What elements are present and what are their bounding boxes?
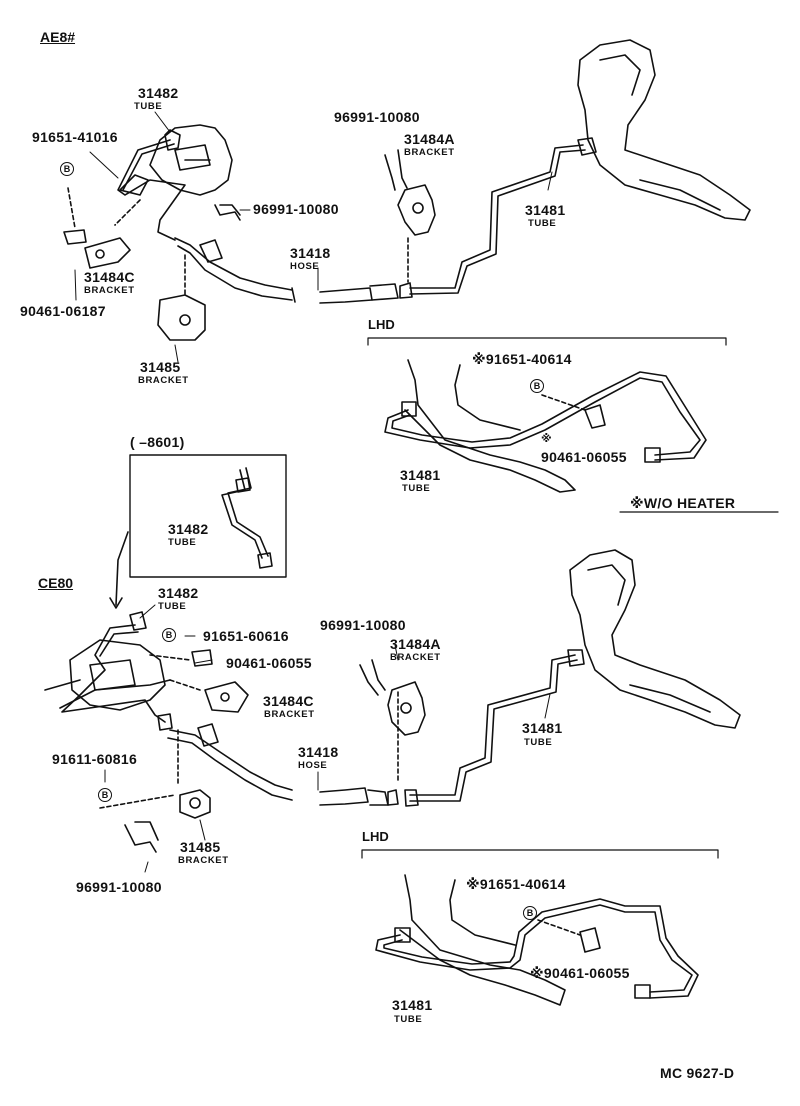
ce80-lhd-31481-number: 31481 bbox=[392, 997, 433, 1013]
ae8-lhd-pedal-assembly bbox=[404, 359, 576, 493]
ae8-31482-number: 31482 bbox=[138, 85, 179, 101]
ae8-96991-10080-top: 96991-10080 bbox=[334, 109, 420, 125]
inset-31482-number: 31482 bbox=[168, 521, 209, 537]
ae8-slave-cylinder bbox=[577, 39, 751, 221]
inset-range-label: ( –8601) bbox=[130, 434, 185, 450]
ce80-lhd-91651-40614: ※91651-40614 bbox=[466, 876, 566, 892]
ce80-lhd-90461-06055: ※90461-06055 bbox=[530, 965, 630, 981]
ae8-31481-name: TUBE bbox=[528, 218, 557, 229]
inset-frame bbox=[129, 454, 287, 578]
ae8-lhd-90461-06055: 90461-06055 bbox=[541, 449, 627, 465]
ce80-31418-name: HOSE bbox=[298, 760, 328, 771]
ce80-lhd-bracket-line bbox=[361, 849, 719, 859]
ae8-31418-number: 31418 bbox=[290, 245, 331, 261]
ae8-bracket-31484c bbox=[63, 229, 131, 269]
ae8-lhd-bracket-line bbox=[367, 337, 727, 346]
ae8-31485-name: BRACKET bbox=[138, 375, 189, 386]
ae8-96991-10080-mid: 96991-10080 bbox=[253, 201, 339, 217]
ce80-31484a-name: BRACKET bbox=[390, 652, 441, 663]
ce80-lhd-pedal-assembly bbox=[399, 874, 566, 1006]
ce80-31485-name: BRACKET bbox=[178, 855, 229, 866]
ce80-31481-name: TUBE bbox=[524, 737, 553, 748]
inset-tube-31482 bbox=[221, 467, 273, 569]
ae8-31418-name: HOSE bbox=[290, 261, 320, 272]
ae8-31481-number: 31481 bbox=[525, 202, 566, 218]
ce80-lhd-bolt-b-icon: B bbox=[523, 906, 537, 920]
ce80-31481-number: 31481 bbox=[522, 720, 563, 736]
ae8-master-cylinder bbox=[119, 124, 233, 196]
ae8-tube-31482 bbox=[117, 129, 186, 241]
ce80-lhd-label: LHD bbox=[362, 829, 389, 844]
ce80-31418-number: 31418 bbox=[298, 744, 339, 760]
ae8-tube-31481 bbox=[409, 137, 597, 295]
ce80-lhd-tube-31481 bbox=[375, 898, 699, 999]
ae8-91651-41016: 91651-41016 bbox=[32, 129, 118, 145]
section-ae8-title: AE8# bbox=[40, 29, 76, 45]
ce80-91651-60616: 91651-60616 bbox=[203, 628, 289, 644]
ce80-bracket-31484c bbox=[191, 649, 249, 713]
inset-arrow-head bbox=[109, 597, 123, 609]
ae8-clip-96991 bbox=[214, 204, 241, 221]
ce80-90461-06055: 90461-06055 bbox=[226, 655, 312, 671]
wo-heater-note: ※W/O HEATER bbox=[630, 495, 736, 511]
ce80-31484a-number: 31484A bbox=[390, 636, 441, 652]
ce80-clip-96991 bbox=[124, 821, 159, 853]
ce80-31484c-number: 31484C bbox=[263, 693, 314, 709]
ae8-lhd-leader bbox=[541, 394, 586, 411]
ce80-31482-number: 31482 bbox=[158, 585, 199, 601]
ce80-hose-31418 bbox=[167, 723, 399, 806]
ce80-96991-10080-top: 96991-10080 bbox=[320, 617, 406, 633]
ae8-lhd-clip bbox=[584, 404, 606, 429]
ae8-31482-name: TUBE bbox=[134, 101, 163, 112]
ae8-31484a-name: BRACKET bbox=[404, 147, 455, 158]
ce80-lhd-31481-name: TUBE bbox=[394, 1014, 423, 1025]
ae8-bracket-31485 bbox=[157, 294, 206, 341]
ae8-pointer-lines bbox=[74, 111, 553, 363]
ce80-lhd-leader bbox=[537, 919, 581, 936]
ce80-bolt-b-icon: B bbox=[162, 628, 176, 642]
ce80-tube-31482 bbox=[61, 611, 173, 731]
inset-arrow bbox=[115, 531, 129, 606]
ce80-pointer-lines bbox=[104, 604, 551, 873]
ae8-lhd-bolt-b-icon: B bbox=[530, 379, 544, 393]
ce80-91611-60816: 91611-60816 bbox=[52, 751, 138, 767]
diagram-code: MC 9627-D bbox=[660, 1065, 735, 1081]
ce80-31484c-name: BRACKET bbox=[264, 709, 315, 720]
inset-31482-name: TUBE bbox=[168, 537, 197, 548]
ae8-lhd-31481-name: TUBE bbox=[402, 483, 431, 494]
ce80-96991-10080-bottom: 96991-10080 bbox=[76, 879, 162, 895]
ae8-lhd-91651-40614: ※91651-40614 bbox=[472, 351, 572, 367]
ae8-hose-31418 bbox=[174, 237, 413, 304]
section-ce80-title: CE80 bbox=[38, 575, 74, 591]
ae8-lhd-tube-31481 bbox=[384, 371, 707, 463]
ae8-lhd-asterisk: ※ bbox=[541, 433, 552, 445]
ae8-leaders bbox=[67, 187, 409, 297]
ce80-bracket-31484a bbox=[359, 659, 426, 736]
ae8-31484c-number: 31484C bbox=[84, 269, 135, 285]
ce80-bracket-31485 bbox=[179, 789, 211, 819]
ae8-31485-number: 31485 bbox=[140, 359, 181, 375]
ce80-31482-name: TUBE bbox=[158, 601, 187, 612]
ae8-lhd-label: LHD bbox=[368, 317, 395, 332]
ce80-leaders bbox=[99, 654, 399, 809]
ae8-31484c-name: BRACKET bbox=[84, 285, 135, 296]
ae8-bolt-b-icon: B bbox=[60, 162, 74, 176]
ae8-90461-06187: 90461-06187 bbox=[20, 303, 106, 319]
ae8-bracket-31484a bbox=[384, 149, 436, 236]
ce80-slave-cylinder bbox=[569, 549, 741, 729]
ce80-bolt-b-icon-2: B bbox=[98, 788, 112, 802]
ce80-tube-31481 bbox=[404, 649, 585, 807]
ce80-lhd-clip bbox=[579, 927, 601, 953]
ae8-31484a-number: 31484A bbox=[404, 131, 455, 147]
ce80-31485-number: 31485 bbox=[180, 839, 221, 855]
ce80-master-cylinder bbox=[44, 639, 171, 711]
ae8-lhd-31481-number: 31481 bbox=[400, 467, 441, 483]
